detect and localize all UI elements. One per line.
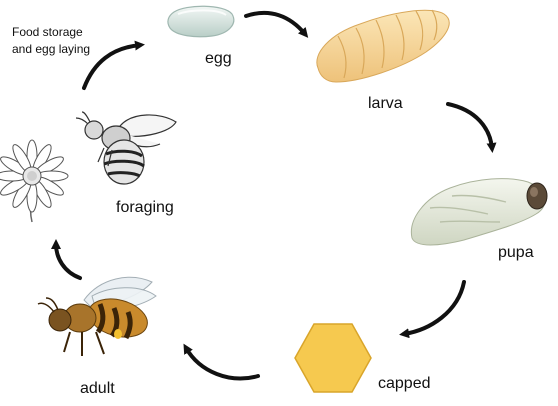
arrow-pupa-to-capped <box>399 280 466 339</box>
arrow-egg-to-larva <box>244 10 309 38</box>
label-foraging: foraging <box>116 199 174 216</box>
daisy-flower-icon <box>0 139 69 223</box>
food-storage-note: Food storage and egg laying <box>12 24 90 58</box>
adult-bee-icon <box>37 276 157 356</box>
arrow-capped-to-adult <box>183 343 260 381</box>
egg-icon <box>167 5 235 38</box>
arrow-note-to-egg <box>82 40 145 90</box>
capped-cell-icon <box>294 323 372 393</box>
arrow-adult-to-foraging <box>51 239 82 280</box>
label-capped: capped <box>378 375 431 392</box>
label-adult: adult <box>80 380 115 397</box>
note-line-2: and egg laying <box>12 42 91 56</box>
note-line-1: Food storage <box>12 25 83 39</box>
pupa-icon <box>410 178 548 246</box>
larva-icon <box>316 9 450 83</box>
arrow-larva-to-pupa <box>446 102 497 153</box>
label-egg: egg <box>205 50 232 67</box>
foraging-bee-icon <box>75 111 177 185</box>
label-pupa: pupa <box>498 244 534 261</box>
label-larva: larva <box>368 95 403 112</box>
